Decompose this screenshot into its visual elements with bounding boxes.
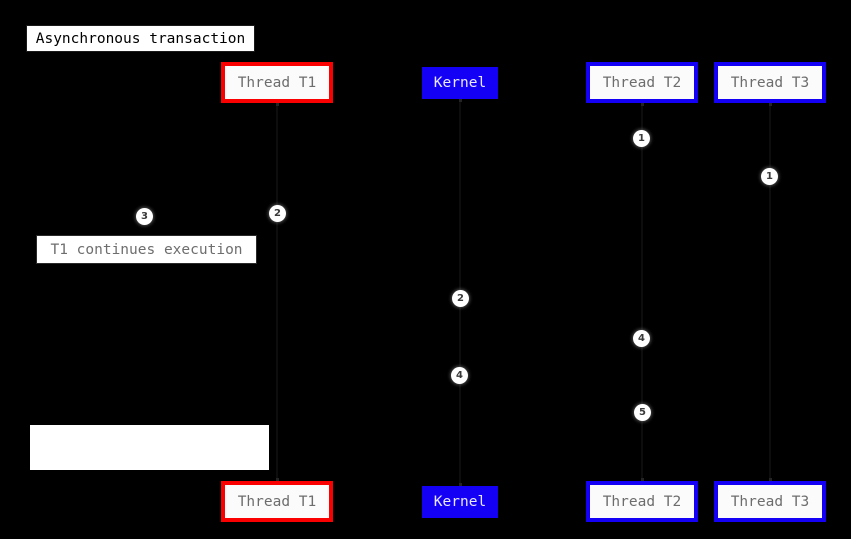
lifeline-tick [459, 99, 462, 102]
lifeline-head-thread-t3-bottom[interactable]: Thread T3 [714, 481, 826, 522]
sequence-badge-5: 5 [634, 404, 651, 421]
lifeline-head-kernel-bottom[interactable]: Kernel [422, 486, 498, 518]
sequence-badge-2: 2 [452, 290, 469, 307]
diagram-title-label: Asynchronous transaction [35, 30, 246, 47]
diagram-title-box: Asynchronous transaction [26, 25, 255, 52]
sequence-badge-1: 1 [761, 168, 778, 185]
sequence-badge-4: 4 [451, 367, 468, 384]
lifeline-head-label: Thread T1 [237, 74, 317, 91]
lifeline-head-label: Thread T2 [602, 493, 682, 510]
sequence-badge-label: 1 [638, 132, 645, 144]
sequence-badge-label: 5 [639, 406, 646, 418]
lifeline-tick [641, 103, 644, 106]
sequence-badge-label: 2 [274, 207, 281, 219]
sequence-badge-label: 3 [141, 210, 148, 222]
lifeline-tick [459, 483, 462, 486]
lifeline-tick [276, 478, 279, 481]
lifeline-head-label: Thread T3 [730, 74, 810, 91]
lifeline-head-label: Thread T3 [730, 493, 810, 510]
lifeline-tick [769, 478, 772, 481]
sequence-badge-label: 4 [456, 369, 463, 381]
lifeline-head-thread-t2-bottom[interactable]: Thread T2 [586, 481, 698, 522]
lifeline-head-label: Thread T2 [602, 74, 682, 91]
lifeline-thread-t3 [769, 103, 771, 481]
lifeline-head-label: Kernel [433, 75, 487, 91]
sequence-badge-2: 2 [269, 205, 286, 222]
lifeline-head-thread-t2-top[interactable]: Thread T2 [586, 62, 698, 103]
lifeline-head-thread-t1-top[interactable]: Thread T1 [221, 62, 333, 103]
sequence-badge-3: 3 [136, 208, 153, 225]
sequence-badge-label: 2 [457, 292, 464, 304]
sequence-badge-4: 4 [633, 330, 650, 347]
note-label: T1 continues execution [50, 241, 243, 258]
lifeline-thread-t2 [641, 103, 643, 481]
lifeline-tick [276, 103, 279, 106]
lifeline-thread-t1 [276, 103, 278, 481]
lifeline-head-label: Kernel [433, 494, 487, 510]
note-t1-continues-execution: T1 continues execution [36, 235, 257, 264]
blank-note-box [30, 425, 269, 470]
sequence-badge-1: 1 [633, 130, 650, 147]
sequence-badge-label: 4 [638, 332, 645, 344]
lifeline-tick [641, 478, 644, 481]
lifeline-head-thread-t3-top[interactable]: Thread T3 [714, 62, 826, 103]
lifeline-tick [769, 103, 772, 106]
lifeline-head-kernel-top[interactable]: Kernel [422, 67, 498, 99]
lifeline-head-thread-t1-bottom[interactable]: Thread T1 [221, 481, 333, 522]
lifeline-head-label: Thread T1 [237, 493, 317, 510]
sequence-badge-label: 1 [766, 170, 773, 182]
